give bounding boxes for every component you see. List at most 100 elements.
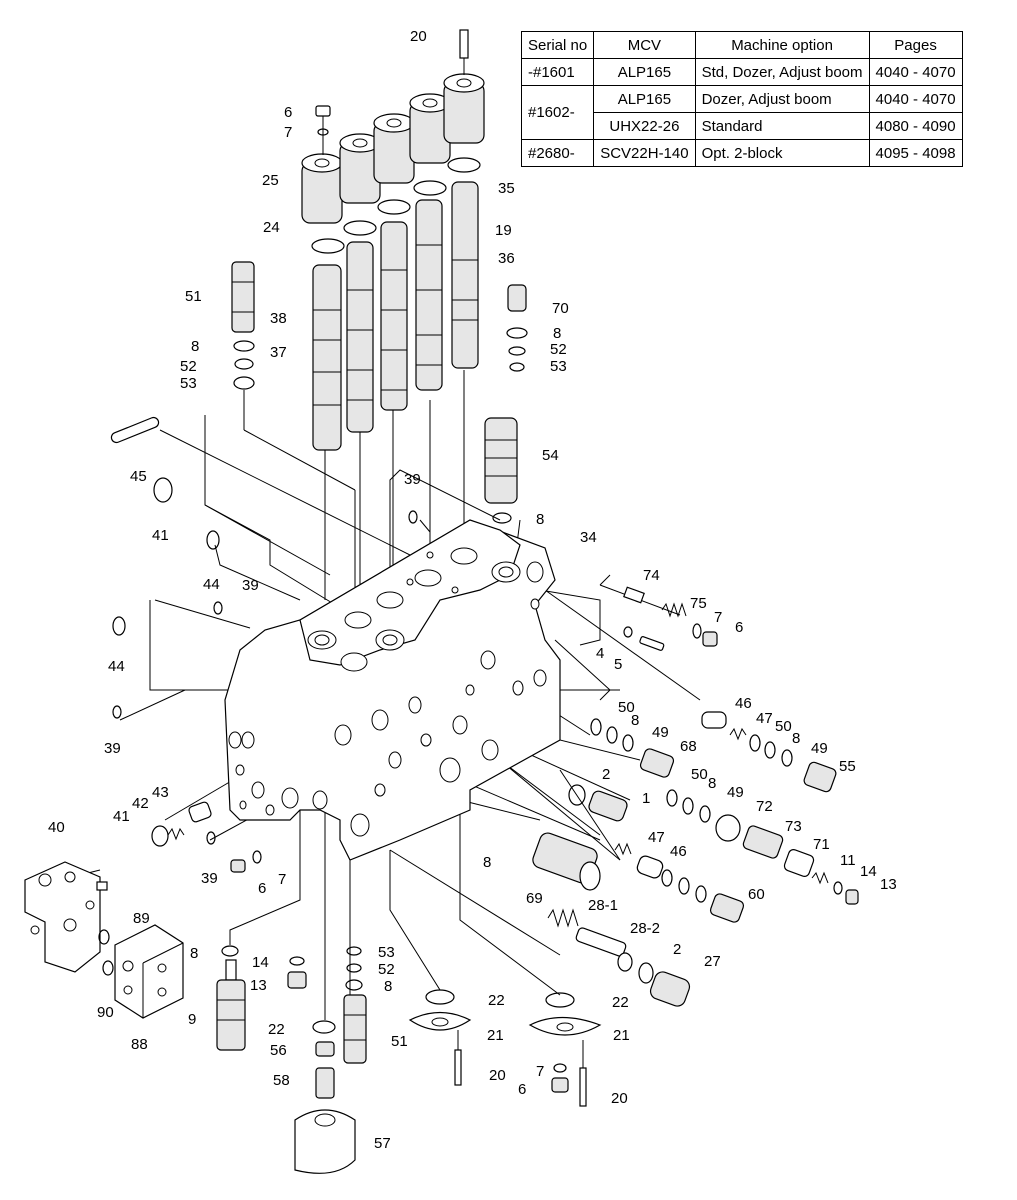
cell-mcv: SCV22H-140 [593,139,696,167]
callout-label: 52 [378,961,395,978]
callout-label: 50 [691,766,708,783]
cell-mcv: UHX22-26 [593,112,696,140]
callout-label: 49 [727,784,744,801]
callout-label: 52 [550,341,567,358]
o-rings [311,157,481,254]
callout-label: 54 [542,447,559,464]
callout-label: 53 [180,375,197,392]
callout-label: 28-1 [588,897,618,914]
callout-label: 70 [552,300,569,317]
callout-label: 8 [553,325,561,342]
callout-label: 57 [374,1135,391,1152]
callout-label: 35 [498,180,515,197]
callout-label: 7 [714,609,722,626]
callout-label: 9 [188,1011,196,1028]
callout-labels: 20 6 7 25 24 51 8 52 53 38 37 35 19 36 7… [48,28,897,1152]
callout-label: 28-2 [630,920,660,937]
callout-label: 89 [133,910,150,927]
callout-label: 20 [611,1090,628,1107]
cell-machine-option: Dozer, Adjust boom [694,85,870,113]
callout-label: 5 [614,656,622,673]
cell-machine-option: Opt. 2-block [694,139,870,167]
callout-label: 21 [613,1027,630,1044]
callout-label: 49 [811,740,828,757]
callout-label: 50 [618,699,635,716]
callout-label: 34 [580,529,597,546]
callout-label: 69 [526,890,543,907]
callout-label: 55 [839,758,856,775]
callout-label: 45 [130,468,147,485]
callout-label: 6 [518,1081,526,1098]
bottom-parts [216,945,602,1174]
cell-pages: 4095 - 4098 [868,139,963,167]
column-header-machine-option: Machine option [694,31,870,59]
callout-label: 8 [536,511,544,528]
specification-table: Serial no MCV Machine option Pages -#160… [520,31,963,167]
callout-label: 56 [270,1042,287,1059]
cell-serial: -#1601 [520,58,595,86]
cell-serial: #1602- [520,85,595,140]
cell-pages: 4040 - 4070 [868,85,963,113]
callout-label: 8 [384,978,392,995]
callout-label: 42 [132,795,149,812]
cell-mcv: ALP165 [593,58,696,86]
callout-label: 41 [152,527,169,544]
left-blocks [24,861,184,1019]
callout-label: 7 [536,1063,544,1080]
side-parts [110,416,859,1007]
callout-label: 74 [643,567,660,584]
callout-label: 2 [673,941,681,958]
callout-label: 19 [495,222,512,239]
column-header-serial: Serial no [520,31,595,59]
callout-label: 39 [104,740,121,757]
cell-serial: #2680- [520,139,595,167]
callout-label: 8 [483,854,491,871]
callout-label: 58 [273,1072,290,1089]
table-header-row: Serial no MCV Machine option Pages [520,31,963,59]
cell-pages: 4040 - 4070 [868,58,963,86]
cell-mcv: ALP165 [593,85,696,113]
callout-label: 20 [410,28,427,45]
callout-label: 13 [250,977,267,994]
callout-label: 47 [756,710,773,727]
callout-label: 90 [97,1004,114,1021]
callout-label: 22 [488,992,505,1009]
callout-label: 53 [378,944,395,961]
spools [312,181,479,451]
callout-label: 8 [191,338,199,355]
callout-label: 24 [263,219,280,236]
callout-label: 50 [775,718,792,735]
callout-label: 49 [652,724,669,741]
callout-label: 47 [648,829,665,846]
callout-label: 44 [203,576,220,593]
callout-label: 46 [735,695,752,712]
callout-label: 22 [612,994,629,1011]
spool-caps [301,29,485,224]
callout-label: 8 [708,775,716,792]
callout-label: 39 [242,577,259,594]
callout-label: 8 [190,945,198,962]
callout-label: 7 [278,871,286,888]
callout-label: 40 [48,819,65,836]
callout-label: 39 [404,471,421,488]
cap-5 [443,73,485,144]
callout-label: 71 [813,836,830,853]
callout-label: 39 [201,870,218,887]
callout-label: 4 [596,645,604,662]
callout-label: 1 [642,790,650,807]
cap-1 [301,153,343,224]
column-header-pages: Pages [868,31,963,59]
callout-label: 20 [489,1067,506,1084]
callout-label: 43 [152,784,169,801]
callout-label: 38 [270,310,287,327]
callout-label: 88 [131,1036,148,1053]
callout-label: 6 [284,104,292,121]
callout-label: 68 [680,738,697,755]
callout-label: 72 [756,798,773,815]
cap-2 [339,133,381,204]
callout-label: 27 [704,953,721,970]
callout-label: 52 [180,358,197,375]
callout-label: 46 [670,843,687,860]
cell-pages: 4080 - 4090 [868,112,963,140]
